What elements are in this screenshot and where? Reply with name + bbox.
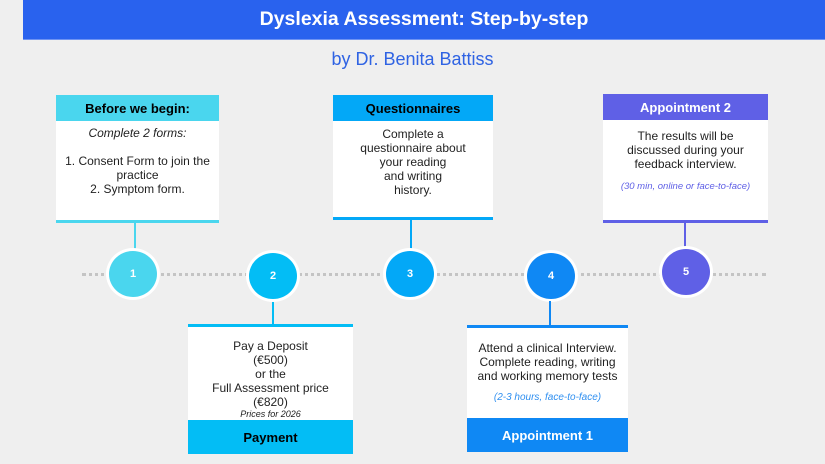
step-2-connector xyxy=(272,301,274,325)
step-3-body: Complete a questionnaire about your read… xyxy=(333,121,493,197)
step-5-line: discussed during your xyxy=(627,143,744,157)
step-5-number: 5 xyxy=(682,266,690,278)
page-header: Dyslexia Assessment: Step-by-step xyxy=(23,0,825,40)
step-1-connector xyxy=(134,223,136,249)
step-3-title: Questionnaires xyxy=(333,95,493,121)
step-2-title-text: Payment xyxy=(243,429,298,445)
step-4-note: (2-3 hours, face-to-face) xyxy=(493,392,602,403)
step-2-line: or the xyxy=(255,367,286,381)
step-2-line: Full Assessment price xyxy=(212,381,329,395)
step-5-connector xyxy=(684,223,686,247)
page-title: Dyslexia Assessment: Step-by-step xyxy=(259,8,589,30)
step-3-card: Questionnaires Complete a questionnaire … xyxy=(333,95,493,220)
step-5-title-text: Appointment 2 xyxy=(640,99,731,115)
step-3-line: history. xyxy=(394,183,432,197)
step-4-title-text: Appointment 1 xyxy=(502,427,593,443)
step-5-note: (30 min, online or face-to-face) xyxy=(620,181,751,192)
step-5-line: feedback interview. xyxy=(634,157,737,171)
step-1-card: Before we begin: Complete 2 forms: 1. Co… xyxy=(56,95,219,223)
step-5-body: The results will be discussed during you… xyxy=(603,120,768,194)
step-1-line: 2. Symptom form. xyxy=(90,182,185,196)
step-3-line: your reading xyxy=(379,155,447,169)
step-4-body: Attend a clinical Interview. Complete re… xyxy=(467,328,628,418)
step-4-line: Attend a clinical Interview. xyxy=(478,341,617,355)
step-3-line: Complete a xyxy=(382,127,444,141)
page-subtitle: by Dr. Benita Battiss xyxy=(331,49,494,69)
step-4-number: 4 xyxy=(547,270,555,282)
step-1-title: Before we begin: xyxy=(56,95,219,121)
step-3-line: questionnaire about xyxy=(360,141,466,155)
step-2-title: Payment xyxy=(188,420,353,454)
step-1-body: Complete 2 forms: 1. Consent Form to joi… xyxy=(56,121,219,196)
step-5-card: Appointment 2 The results will be discus… xyxy=(603,94,768,223)
step-1-line: 1. Consent Form to join the practice xyxy=(65,154,210,182)
step-4-circle: 4 xyxy=(524,250,578,302)
step-1-number: 1 xyxy=(129,268,137,280)
step-3-connector xyxy=(410,220,412,249)
step-3-line: and writing xyxy=(383,169,443,183)
step-3-title-text: Questionnaires xyxy=(365,100,461,116)
step-4-line: and working memory tests xyxy=(477,369,618,383)
step-4-connector xyxy=(549,301,551,325)
step-3-circle: 3 xyxy=(383,248,437,300)
step-2-line: Pay a Deposit xyxy=(233,339,308,353)
step-4-line: Complete reading, writing xyxy=(479,355,616,369)
step-2-note: Prices for 2026 xyxy=(240,409,301,419)
step-1-title-text: Before we begin: xyxy=(85,100,190,116)
step-2-card: Pay a Deposit (€500) or the Full Assessm… xyxy=(188,324,353,454)
step-1-intro: Complete 2 forms: xyxy=(88,126,187,140)
step-4-card: Attend a clinical Interview. Complete re… xyxy=(467,325,628,452)
step-2-line: (€500) xyxy=(253,353,288,367)
step-5-circle: 5 xyxy=(659,246,713,298)
step-4-title: Appointment 1 xyxy=(467,418,628,452)
step-1-circle: 1 xyxy=(106,248,160,300)
step-3-number: 3 xyxy=(406,268,414,280)
step-2-line: (€820) xyxy=(253,395,288,409)
step-2-circle: 2 xyxy=(246,250,300,302)
step-5-title: Appointment 2 xyxy=(603,94,768,120)
step-5-line: The results will be xyxy=(637,129,734,143)
step-2-body: Pay a Deposit (€500) or the Full Assessm… xyxy=(188,327,353,420)
step-2-number: 2 xyxy=(269,270,277,282)
